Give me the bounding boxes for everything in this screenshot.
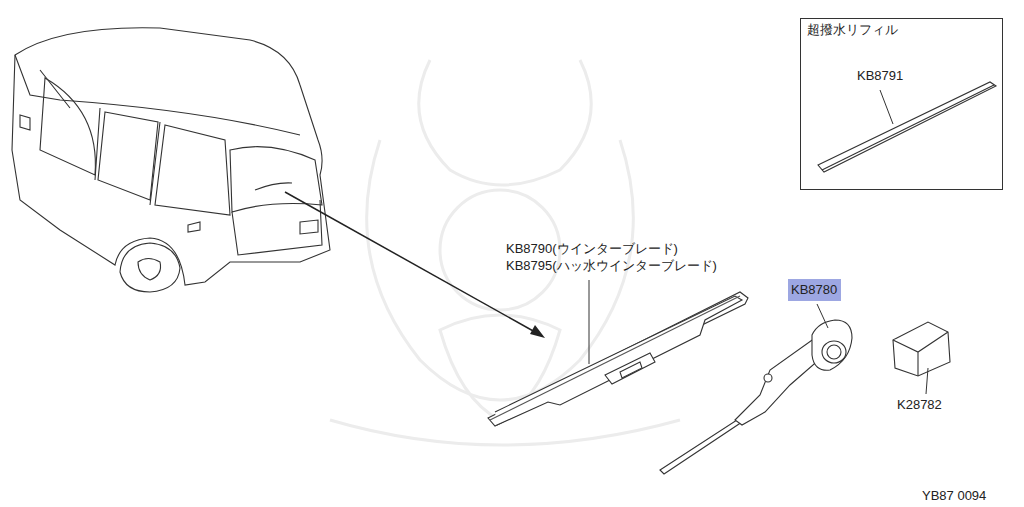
blade-refill <box>818 82 996 172</box>
wiper-arm <box>660 320 852 474</box>
minivan-drawing <box>12 28 330 292</box>
diagram-code: YB87 0094 <box>922 488 986 504</box>
callout-highlight: KB8780 <box>788 279 841 301</box>
part-label: KB8790(ウインターブレード) <box>506 241 678 257</box>
inset-box: 超撥水リフィル KB8791 <box>800 18 1003 190</box>
part-label: KB8795(ハッ水ウインターブレード) <box>506 258 717 274</box>
callout-number: K28782 <box>897 397 942 413</box>
node-heading: KB8780 <box>791 282 837 298</box>
watermark <box>330 60 680 445</box>
pivot-cap <box>893 322 950 376</box>
callout-number: KB8791 <box>857 68 903 84</box>
wiper-blade <box>488 292 748 426</box>
node-heading: 超撥水リフィル <box>807 22 898 38</box>
